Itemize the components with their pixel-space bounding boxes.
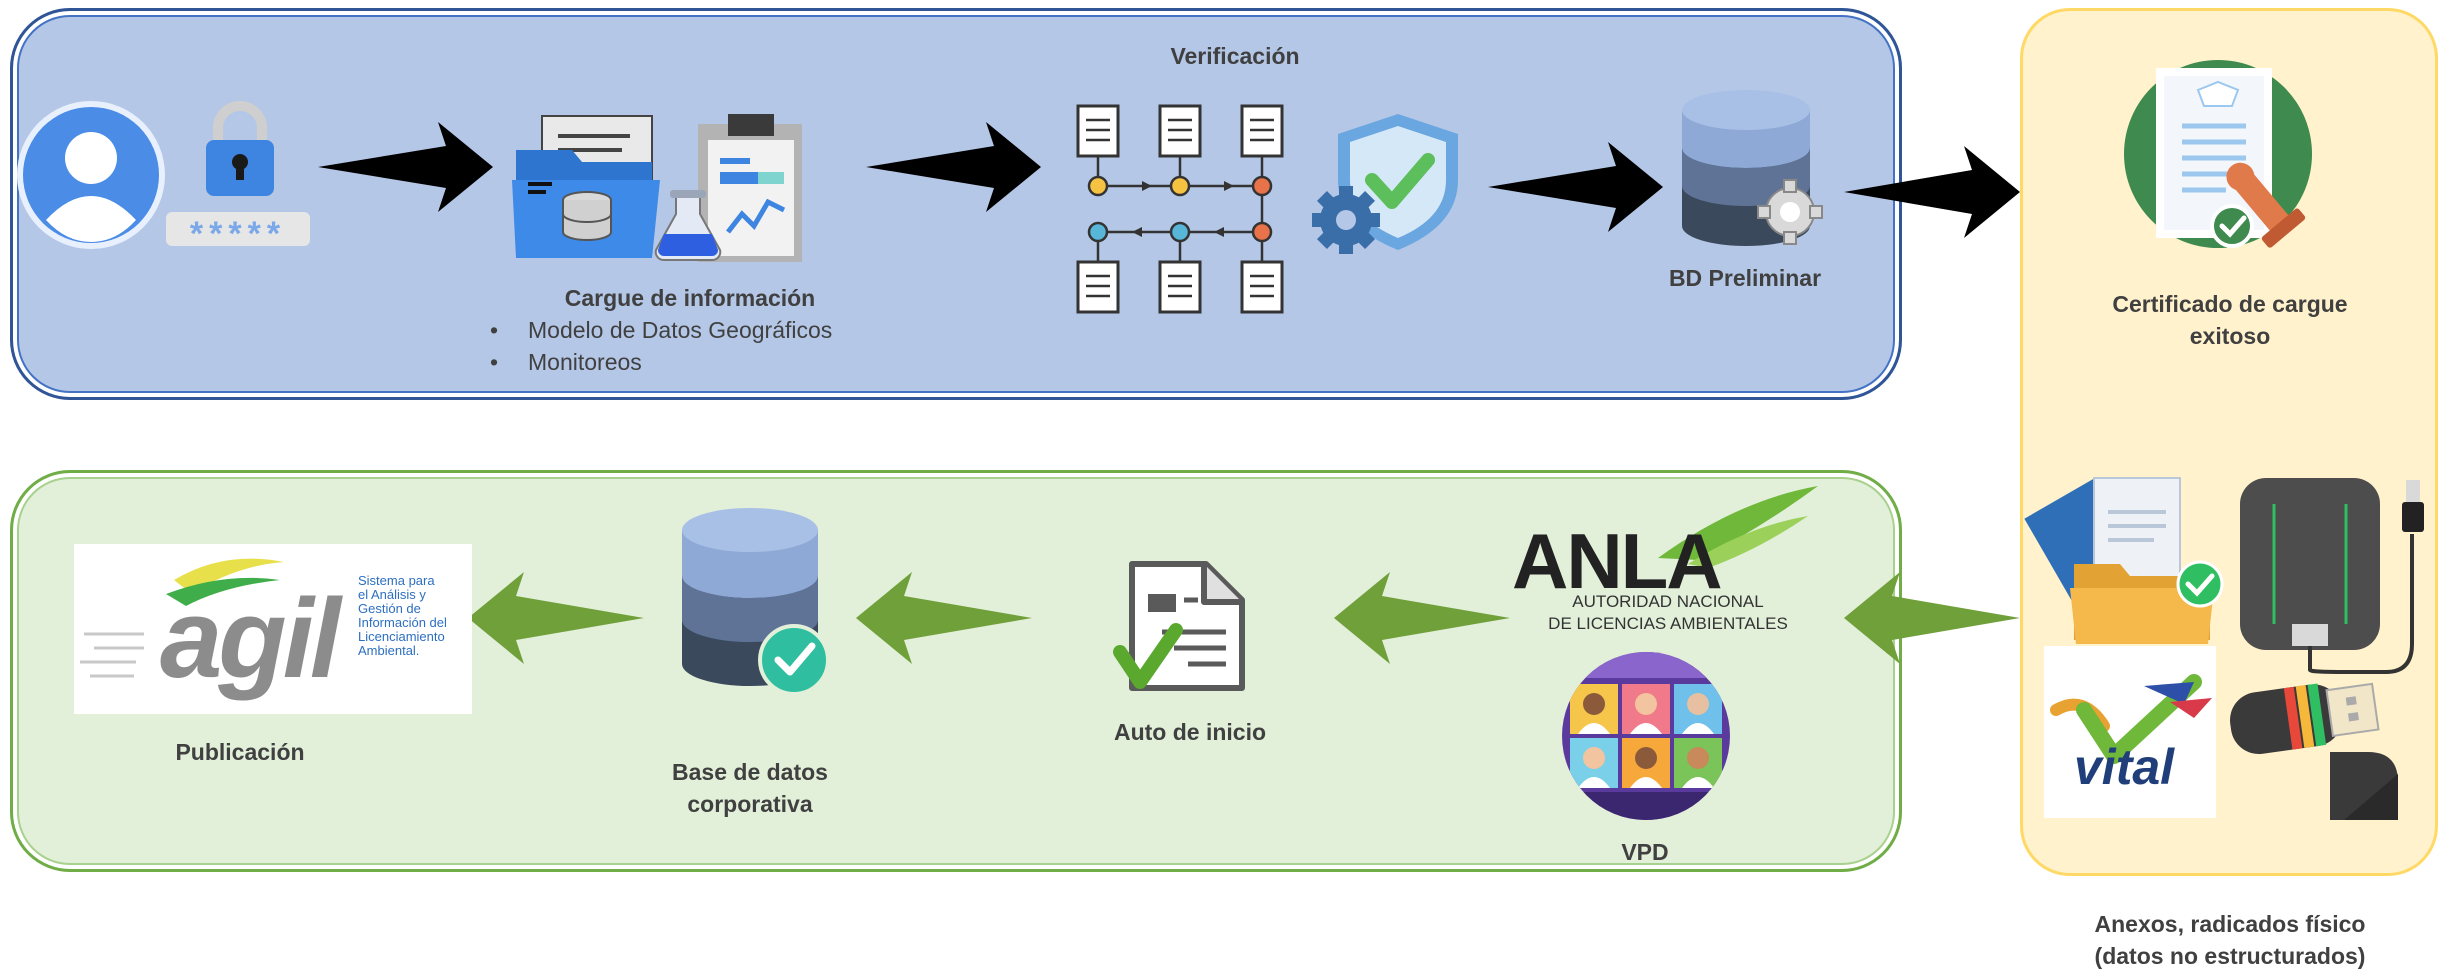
bd-preliminar-title: BD Preliminar [1668, 265, 1822, 291]
anla-logo: ANLA AUTORIDAD NACIONAL DE LICENCIAS AMB… [1508, 480, 1818, 640]
certificado-title-line1: Certificado de cargue [2112, 291, 2348, 317]
agil-tagline-line: Información del [358, 615, 447, 630]
flow-arrow-7 [856, 572, 1032, 664]
anla-logo-name: ANLA [1512, 517, 1723, 605]
agil-tagline-line: Sistema para [358, 573, 435, 588]
base-corporativa-title-line1: Base de datos [672, 759, 828, 785]
cargue-bullet-item: Monitoreos [490, 346, 832, 378]
preliminary-database-icon [1682, 90, 1823, 246]
vital-logo-text: vital [2074, 739, 2175, 795]
certificate-icon [2124, 60, 2312, 248]
cargue-bullet-item: Modelo de Datos Geográficos [490, 314, 832, 346]
agil-tagline-line: el Análisis y [358, 587, 426, 602]
corporate-database-icon [682, 508, 830, 696]
flow-arrow-8 [468, 572, 644, 664]
anla-logo-swoosh [1658, 486, 1818, 568]
flow-arrow-6 [1334, 572, 1510, 664]
shield-check-icon [1312, 114, 1458, 254]
certificado-title: Certificado de cargue exitoso [2060, 288, 2400, 352]
agil-tagline-line: Gestión de [358, 601, 421, 616]
base-corporativa-title: Base de datos corporativa [640, 756, 860, 820]
flow-arrow-3 [1488, 142, 1663, 232]
flow-arrow-2 [866, 122, 1041, 212]
publicacion-title: Publicación [175, 739, 305, 765]
anla-logo-line1: AUTORIDAD NACIONAL [1572, 592, 1764, 611]
agil-logo-name: agil [160, 576, 341, 701]
video-conference-icon [1562, 652, 1730, 820]
data-upload-icon [512, 114, 802, 262]
lock-icon [206, 101, 274, 196]
usb-stick-icon [2230, 682, 2398, 820]
document-check-icon [1113, 561, 1245, 691]
cargue-title: Cargue de información [564, 285, 816, 311]
external-drive-icon [2240, 478, 2424, 674]
files-folder-icon [2024, 477, 2224, 644]
agil-logo: agil Sistema para el Análisis y Gestión … [74, 544, 472, 714]
verificacion-title: Verificación [1170, 43, 1300, 69]
agil-tagline-line: Ambiental. [358, 643, 420, 658]
flow-arrow-5 [1844, 572, 2020, 664]
flow-arrow-4 [1844, 146, 2020, 238]
agil-logo-tagline: Sistema para el Análisis y Gestión de In… [358, 574, 447, 658]
auto-inicio-title: Auto de inicio [1113, 719, 1267, 745]
anexos-title: Anexos, radicados físico (datos no estru… [2040, 908, 2420, 972]
password-field: ***** [166, 212, 310, 253]
anla-logo-line2: DE LICENCIAS AMBIENTALES [1548, 614, 1788, 633]
agil-tagline-line: Licenciamiento [358, 629, 445, 644]
anexos-title-line2: (datos no estructurados) [2094, 943, 2366, 969]
vital-logo: vital [2044, 646, 2216, 818]
user-icon [17, 101, 165, 249]
anexos-title-line1: Anexos, radicados físico [2094, 911, 2366, 937]
upload-stage-panel [10, 8, 1902, 400]
base-corporativa-title-line2: corporativa [687, 791, 813, 817]
certificado-title-line2: exitoso [2189, 323, 2271, 349]
workflow-diagram-icon [1076, 104, 1284, 314]
cargue-bullet-list: Modelo de Datos Geográficos Monitoreos [490, 314, 832, 378]
flow-arrow-1 [318, 122, 493, 212]
vital-logo-mark [2050, 674, 2212, 764]
agil-logo-mark [80, 558, 284, 678]
vpd-title: VPD [1621, 839, 1669, 865]
